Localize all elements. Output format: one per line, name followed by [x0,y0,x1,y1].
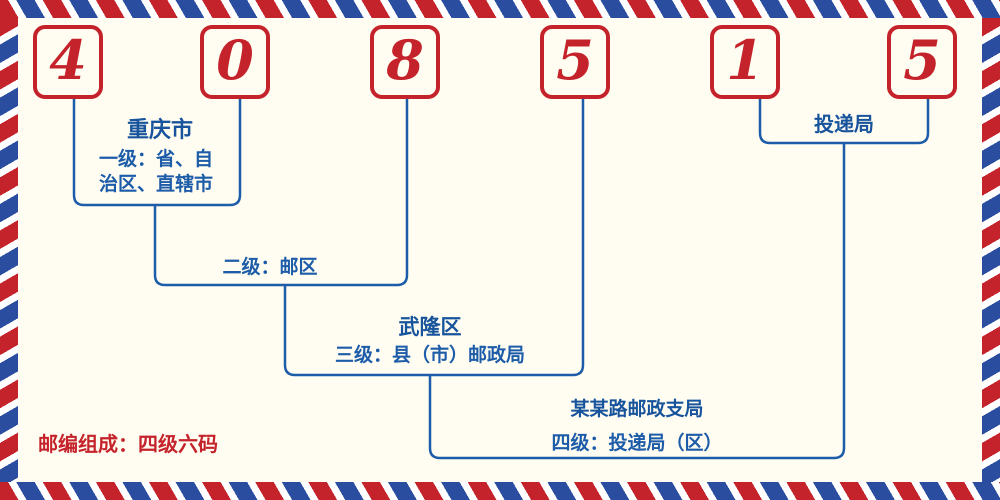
digit-4: 5 [556,28,594,92]
digit-3: 8 [386,28,424,92]
level1-desc-line2: 治区、直辖市 [98,173,214,195]
level4-branch-label: 某某路邮政支局 [570,398,704,420]
level4-desc-label: 四级：投递局（区） [551,432,723,454]
digit-box-1: 4 [33,25,103,99]
digit-5: 1 [726,28,764,92]
digit-box-3: 8 [370,25,440,99]
digit-2: 0 [216,28,254,92]
level2-desc-label: 二级：邮区 [222,256,318,278]
digit-6: 5 [903,28,941,92]
digit-1: 4 [49,28,87,92]
level1-desc-line1: 一级：省、自 [98,148,214,170]
delivery-office-label: 投递局 [814,112,874,136]
digit-box-6: 5 [887,25,957,99]
digit-box-5: 1 [710,25,780,99]
level3-city-label: 武隆区 [398,315,462,339]
level3-desc-label: 三级：县（市）邮政局 [334,344,526,366]
level1-city-label: 重庆市 [126,118,194,143]
airmail-border-top [0,0,1000,18]
airmail-border-right [982,18,1000,482]
footer-note: 邮编组成：四级六码 [38,432,218,456]
airmail-border-left [0,18,18,482]
digit-box-2: 0 [200,25,270,99]
digit-box-4: 5 [540,25,610,99]
airmail-border-bottom [0,482,1000,500]
